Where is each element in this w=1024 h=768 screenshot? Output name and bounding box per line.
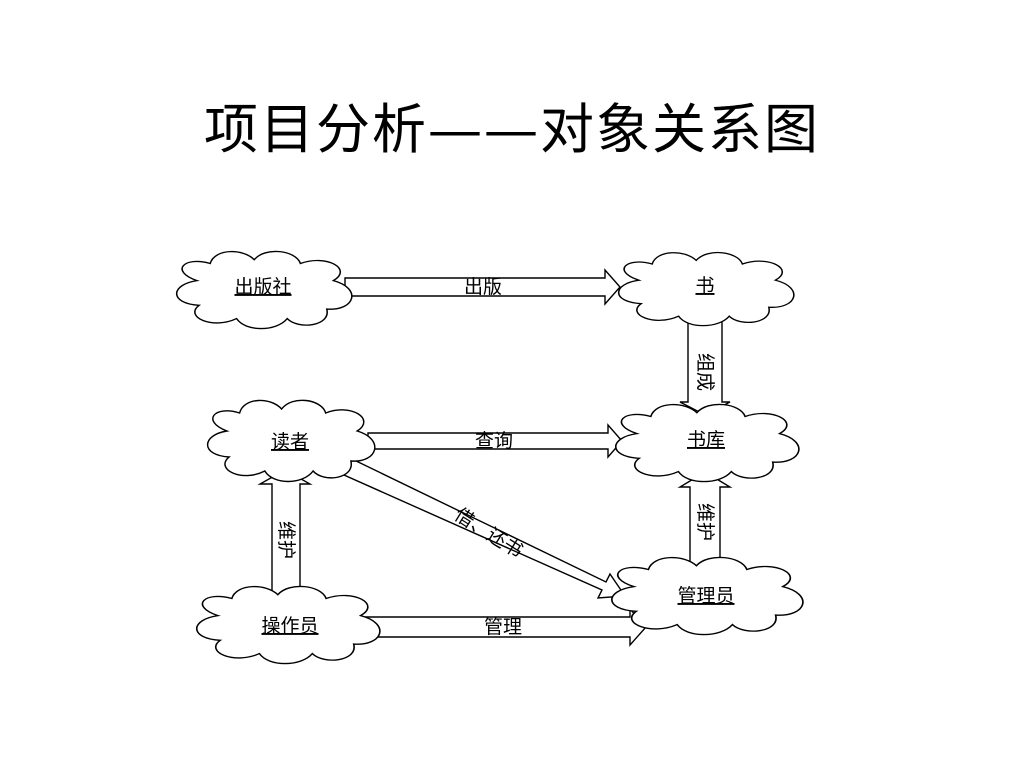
publish-arrow: 出版	[344, 268, 621, 306]
borrow-return-label: 借、还书	[450, 504, 526, 563]
query-arrow: 查询	[367, 423, 623, 459]
compose-arrow: 组成	[679, 319, 731, 416]
maintain-library-label: 维护	[694, 503, 716, 541]
node-library-label: 书库	[687, 429, 725, 451]
node-publisher: 出版社	[175, 250, 353, 330]
compose-label: 组成	[694, 353, 716, 391]
page-title: 项目分析——对象关系图	[204, 98, 820, 161]
node-publisher-label: 出版社	[234, 276, 291, 298]
node-book: 书	[617, 251, 795, 327]
manage-arrow: 管理	[364, 607, 647, 647]
node-manager: 管理员	[610, 556, 804, 636]
maintain-reader-label: 维护	[275, 521, 297, 559]
node-reader-label: 读者	[271, 431, 309, 453]
maintain-library-arrow: 维护	[677, 471, 733, 569]
node-operator: 操作员	[195, 585, 381, 665]
publish-label: 出版	[464, 276, 502, 298]
maintain-reader-arrow: 维护	[257, 469, 313, 599]
node-manager-label: 管理员	[677, 585, 734, 607]
borrow-return-arrow: 借、还书	[343, 458, 627, 599]
node-operator-label: 操作员	[261, 615, 318, 637]
manage-label: 管理	[484, 616, 522, 638]
query-label: 查询	[475, 430, 513, 452]
node-reader: 读者	[206, 399, 376, 483]
node-library: 书库	[614, 403, 800, 483]
node-book-label: 书	[695, 275, 714, 297]
